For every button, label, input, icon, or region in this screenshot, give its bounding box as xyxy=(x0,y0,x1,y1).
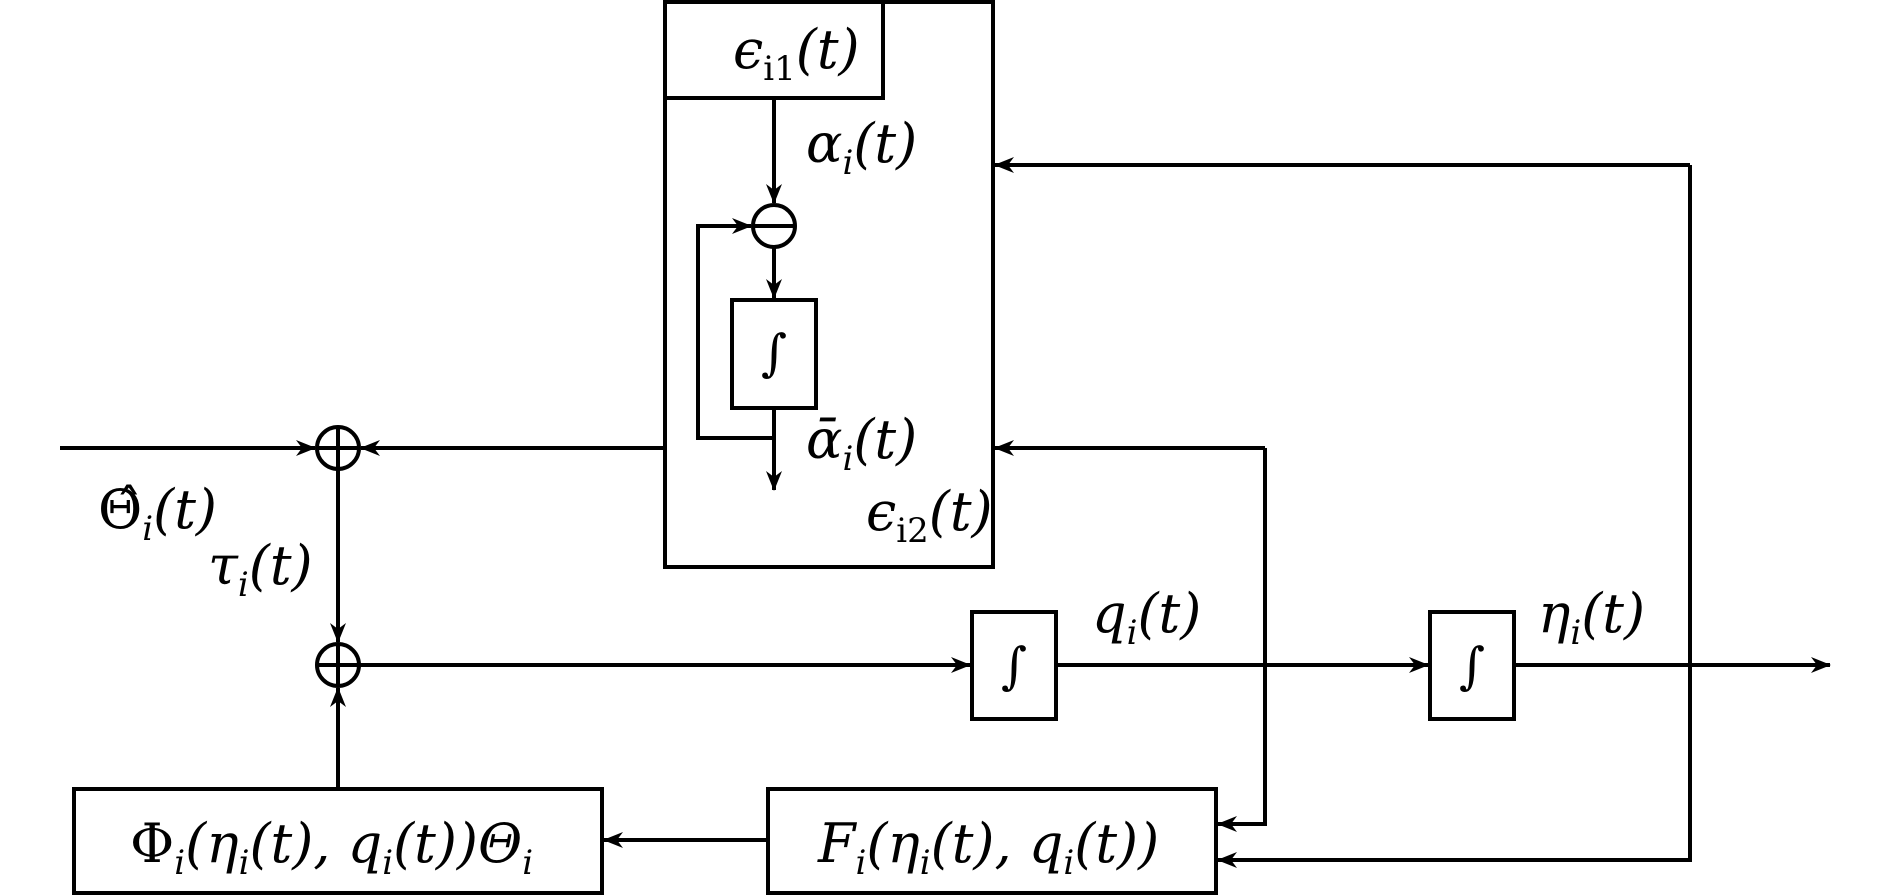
f-block-label: Fi(ηi(t), qi(t)) xyxy=(817,812,1159,883)
theta-hat-label: Θ̂i(t) xyxy=(98,478,217,549)
eta-integrator-symbol: ∫ xyxy=(1459,637,1485,695)
q-to-f-wire xyxy=(1217,448,1267,832)
eta-to-f-wire xyxy=(1217,165,1692,868)
epsilon1-label: ϵi1(t) xyxy=(733,18,860,89)
inner-feedback-wire xyxy=(696,218,774,440)
inner-integrator-symbol: ∫ xyxy=(761,324,787,382)
eta-label: ηi(t) xyxy=(1538,582,1645,653)
q-label: qi(t) xyxy=(1092,582,1201,653)
q-integrator-symbol: ∫ xyxy=(1001,637,1027,695)
phi-block-label: Φi(ηi(t), qi(t))Θi xyxy=(130,812,533,883)
tau-label: τi(t) xyxy=(208,534,313,605)
alpha-label: αi(t) xyxy=(806,112,917,183)
alpha-bar-label: ᾱi(t) xyxy=(806,408,917,479)
epsilon2-label: ϵi2(t) xyxy=(866,480,993,551)
